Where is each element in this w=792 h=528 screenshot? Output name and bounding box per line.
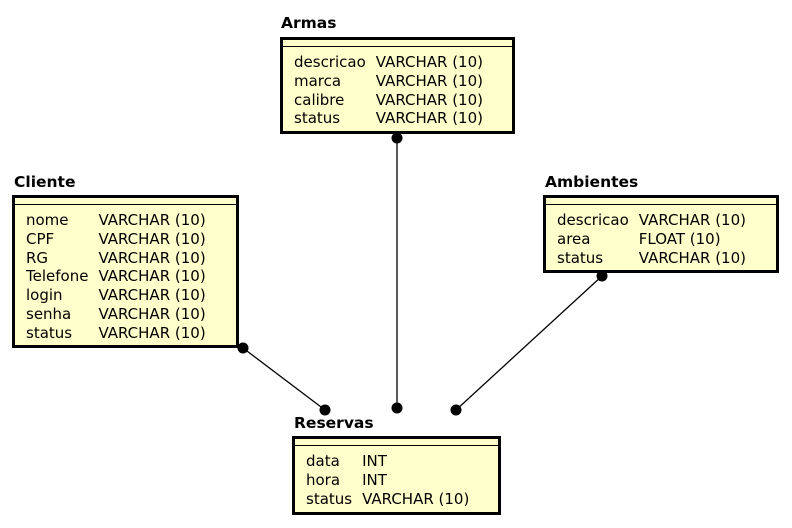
attribute-row: calibre VARCHAR (10)	[294, 91, 483, 110]
attribute-row: senha VARCHAR (10)	[26, 305, 206, 324]
attribute-row: descricao VARCHAR (10)	[294, 53, 483, 72]
attribute-type: VARCHAR (10)	[362, 489, 470, 508]
attribute-name: status	[294, 109, 341, 128]
connector-endpoint-reservas	[391, 402, 403, 414]
attribute-row: login VARCHAR (10)	[26, 286, 206, 305]
attribute-type: VARCHAR (10)	[98, 304, 206, 323]
connector-endpoint-reservas	[319, 404, 331, 416]
attribute-type: INT	[362, 470, 387, 489]
attribute-row: status VARCHAR (10)	[557, 249, 746, 268]
connector-ambientes-reservas[interactable]	[455, 275, 603, 411]
entity-header-band	[546, 198, 776, 205]
attribute-type: VARCHAR (10)	[98, 323, 206, 342]
attribute-type: VARCHAR (10)	[638, 211, 746, 229]
attribute-row: marca VARCHAR (10)	[294, 72, 483, 91]
attribute-name: Telefone	[26, 267, 89, 286]
entity-title-armas: Armas	[281, 14, 337, 32]
entity-header-band	[283, 40, 512, 47]
entity-title-ambientes: Ambientes	[545, 173, 639, 191]
attribute-name: RG	[26, 248, 49, 267]
attribute-type: VARCHAR (10)	[98, 211, 206, 229]
attribute-row: status VARCHAR (10)	[306, 490, 469, 509]
attribute-name: marca	[294, 71, 342, 90]
entity-header-band	[295, 439, 498, 446]
attribute-type: VARCHAR (10)	[375, 90, 483, 109]
attribute-name: status	[26, 323, 73, 342]
attribute-row: Telefone VARCHAR (10)	[26, 267, 206, 286]
attribute-type: INT	[362, 452, 387, 470]
attribute-name: hora	[306, 470, 341, 489]
attribute-type: VARCHAR (10)	[98, 248, 206, 267]
attribute-type: VARCHAR (10)	[98, 286, 206, 305]
attribute-row: descricao VARCHAR (10)	[557, 211, 746, 230]
attribute-row: hora INT	[306, 471, 469, 490]
attribute-name: CPF	[26, 229, 55, 248]
entity-title-reservas: Reservas	[294, 414, 374, 432]
attribute-type: VARCHAR (10)	[375, 109, 483, 128]
attribute-type: VARCHAR (10)	[638, 248, 746, 267]
attribute-name: status	[306, 489, 353, 508]
attribute-name: area	[557, 229, 591, 248]
attribute-row: area FLOAT (10)	[557, 230, 746, 249]
connector-endpoint-ambientes	[596, 270, 608, 282]
attribute-row: status VARCHAR (10)	[294, 109, 483, 128]
attribute-type: FLOAT (10)	[638, 229, 721, 248]
connector-endpoint-armas	[391, 132, 403, 144]
attribute-row: CPF VARCHAR (10)	[26, 230, 206, 249]
attribute-type: VARCHAR (10)	[375, 53, 483, 71]
attribute-name: status	[557, 248, 604, 267]
entity-title-cliente: Cliente	[14, 173, 76, 191]
attribute-row: nome VARCHAR (10)	[26, 211, 206, 230]
attribute-name: senha	[26, 304, 72, 323]
attribute-type: VARCHAR (10)	[98, 229, 206, 248]
attribute-name: calibre	[294, 90, 345, 109]
attribute-type: VARCHAR (10)	[375, 71, 483, 90]
attribute-row: RG VARCHAR (10)	[26, 249, 206, 268]
attribute-name: descricao	[557, 211, 629, 229]
attribute-row: data INT	[306, 452, 469, 471]
attribute-name: nome	[26, 211, 69, 229]
attribute-name: descricao	[294, 53, 366, 71]
connector-endpoint-cliente	[237, 342, 249, 354]
connector-endpoint-reservas	[450, 404, 462, 416]
attribute-type: VARCHAR (10)	[98, 267, 206, 286]
attribute-name: login	[26, 286, 63, 305]
attribute-row: status VARCHAR (10)	[26, 324, 206, 343]
connector-cliente-reservas[interactable]	[242, 347, 326, 411]
attribute-name: data	[306, 452, 340, 470]
entity-header-band	[15, 198, 236, 205]
